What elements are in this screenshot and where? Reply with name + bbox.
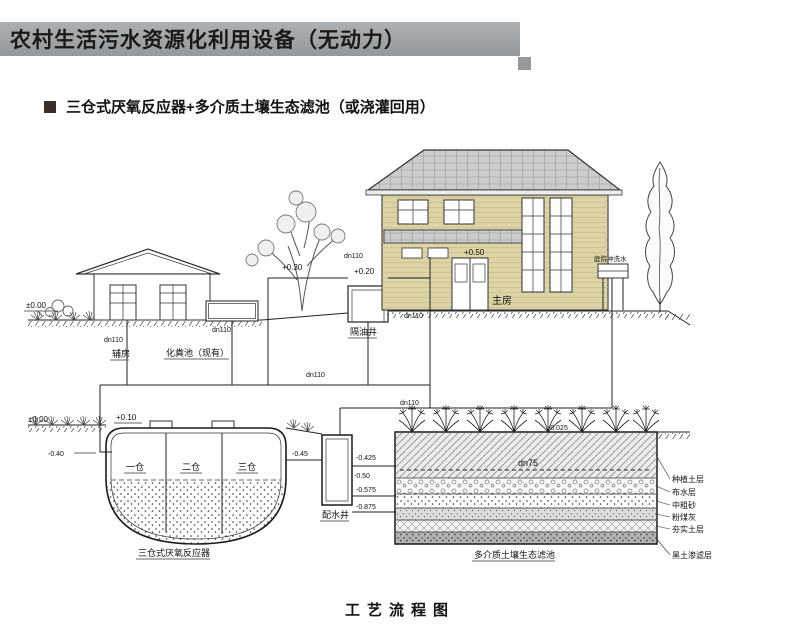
subtitle: 三仓式厌氧反应器+多介质土壤生态滤池（或浇灌回用） — [44, 96, 435, 117]
pipe-label-dn110-collector2: dn110 — [400, 400, 419, 407]
layer-fly-ash — [396, 508, 656, 520]
process-diagram: ±0.00 dn110 辅房 化粪池（现有） dn110 +0.30 dn110… — [24, 149, 712, 562]
layer-label-black-soil: 黑土渗滤层 — [672, 550, 712, 560]
layer-label-water-distribution: 布水层 — [672, 487, 696, 497]
pipe-label-dn110-collector1: dn110 — [306, 372, 325, 379]
distribution-well — [321, 434, 353, 506]
label-chamber3: 三仓 — [238, 461, 256, 472]
label-filter-name: 多介质土壤生态滤池 — [474, 549, 555, 560]
elevation-zero-left: ±0.00 — [26, 301, 47, 310]
label-septic-tank: 化粪池（现有） — [166, 347, 229, 358]
elevation-p030: +0.30 — [282, 263, 303, 272]
layer-leader-lines — [655, 454, 671, 556]
tall-window-left — [521, 197, 545, 293]
layer-coarse-sand — [396, 494, 656, 508]
elevation-p020: +0.20 — [354, 267, 375, 276]
diagram-caption: 工艺流程图 — [344, 602, 455, 619]
aux-house — [75, 248, 221, 321]
main-house — [365, 149, 623, 311]
entry-door — [451, 257, 489, 311]
layer-compacted-soil — [396, 520, 656, 532]
banner-accent-square — [518, 57, 531, 70]
title-banner: 农村生活污水资源化利用设备（无动力） — [0, 22, 520, 56]
label-yard-wash: 庭院冲洗水 — [594, 254, 627, 263]
layer-planting-soil — [396, 433, 656, 478]
upper-window-left — [397, 199, 429, 225]
aux-door — [109, 284, 137, 321]
anaerobic-tank — [105, 420, 287, 545]
roof-fascia — [365, 189, 623, 196]
pipe-label-dn110-aux: dn110 — [104, 337, 123, 344]
elevation-m045: -0.45 — [292, 451, 308, 458]
aux-window — [159, 284, 187, 321]
elevation-m0025: -0.025 — [548, 425, 568, 432]
elevation-zero-tank: ±0.00 — [28, 415, 49, 424]
elevation-p010: +0.10 — [116, 413, 137, 422]
pipe-label-dn75: dn75 — [518, 458, 538, 468]
elevation-m040: -0.40 — [48, 451, 64, 458]
elevation-p050: +0.50 — [464, 248, 485, 257]
elevation-m0425: -0.425 — [356, 455, 376, 462]
layer-label-compacted-soil: 夯实土层 — [672, 524, 704, 534]
label-dist-well: 配水井 — [322, 509, 349, 520]
layer-label-coarse-sand: 中粗砂 — [672, 500, 696, 510]
label-chamber2: 二仓 — [182, 461, 200, 472]
upper-window-right — [443, 199, 475, 225]
filter-plants — [398, 404, 660, 433]
filter-bed — [394, 404, 671, 556]
elevation-m0575: -0.575 — [356, 487, 376, 494]
diagram-labels: ±0.00 dn110 辅房 化粪池（现有） dn110 +0.30 dn110… — [24, 248, 712, 562]
fixture-boxes — [401, 247, 449, 259]
layer-label-planting-soil: 种植土层 — [672, 474, 704, 484]
label-grease-well: 隔油井 — [350, 326, 377, 337]
label-aux-house: 辅房 — [112, 348, 130, 359]
cypress-tree — [645, 161, 675, 312]
pipe-label-dn110-septic: dn110 — [212, 327, 231, 334]
bush — [45, 299, 74, 317]
elevation-m050: -0.50 — [354, 473, 370, 480]
subtitle-text: 三仓式厌氧反应器+多介质土壤生态滤池（或浇灌回用） — [66, 99, 435, 116]
septic-tank — [205, 300, 259, 322]
label-main-house: 主房 — [492, 294, 512, 307]
layer-label-fly-ash: 粉煤灰 — [672, 512, 696, 522]
deciduous-tree — [245, 190, 346, 312]
porch-roof — [383, 229, 523, 244]
pipe-label-dn110-well: dn110 — [344, 253, 363, 260]
page-title: 农村生活污水资源化利用设备（无动力） — [10, 29, 406, 52]
tall-window-right — [549, 197, 573, 293]
pipe-network — [99, 257, 613, 513]
label-tank-name: 三仓式厌氧反应器 — [138, 547, 210, 558]
elevation-m0875: -0.875 — [356, 504, 376, 511]
pipe-label-dn110-house: dn110 — [404, 313, 423, 320]
label-chamber1: 一仓 — [126, 461, 144, 472]
layer-black-soil — [396, 532, 656, 544]
layer-water-distribution — [396, 478, 656, 494]
roof — [366, 149, 622, 191]
yard-wash-station — [597, 263, 629, 310]
bullet-square-icon — [44, 100, 56, 113]
